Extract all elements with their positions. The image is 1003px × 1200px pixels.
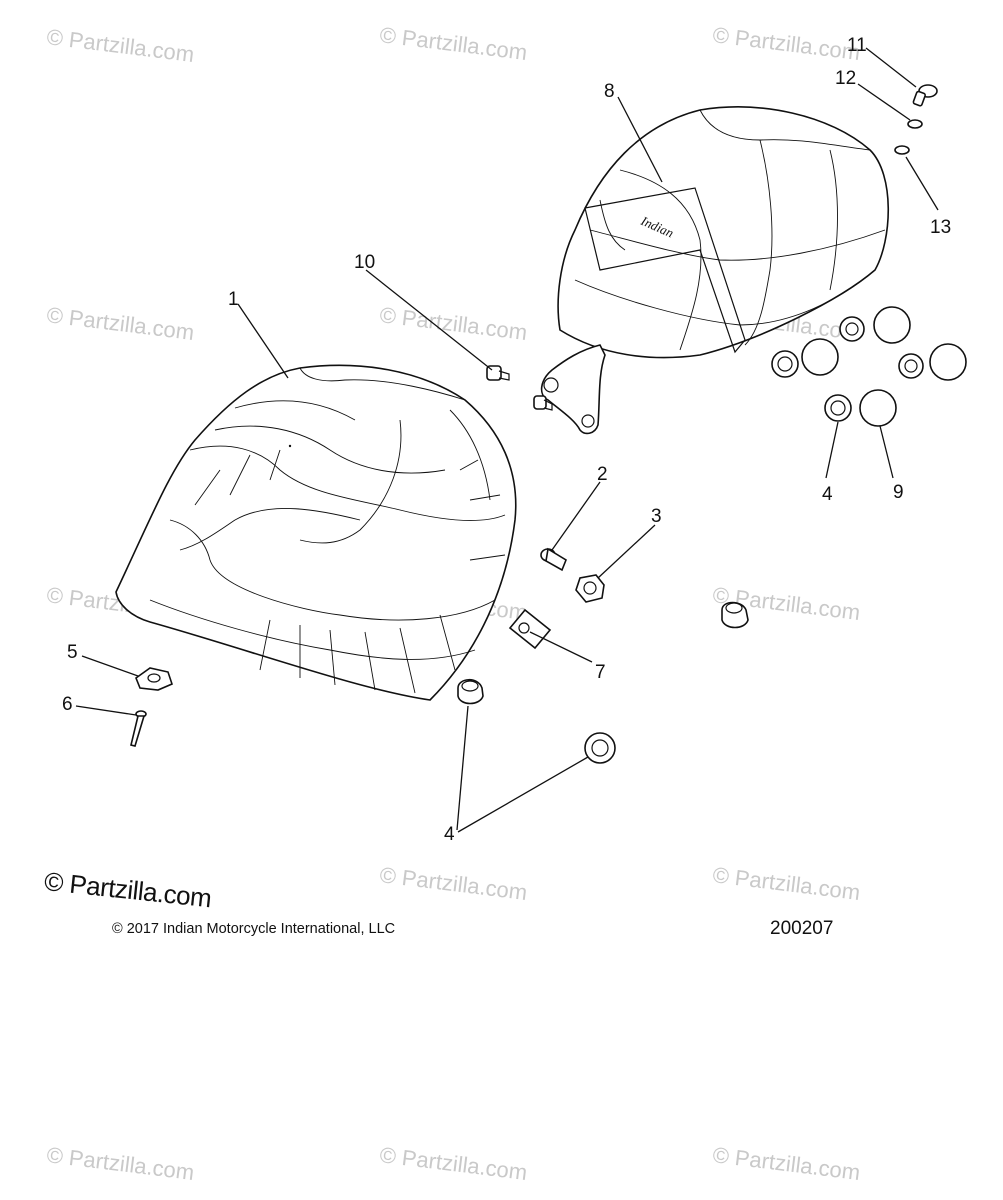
cap-part-9 — [801, 306, 967, 427]
rivet-part-6 — [130, 710, 147, 747]
clip-nut-part-7 — [508, 608, 552, 650]
watermark: © Partzilla.com — [378, 22, 528, 65]
callout-10: 10 — [354, 252, 375, 273]
diagram-number: 200207 — [770, 918, 834, 939]
callout-9: 9 — [893, 482, 904, 503]
callout-4: 4 — [822, 484, 833, 505]
watermark: © Partzilla.com — [378, 302, 528, 345]
leader-lines — [75, 47, 939, 833]
callout-4: 4 — [444, 824, 455, 845]
watermark: © Partzilla.com — [711, 862, 861, 905]
callout-3: 3 — [651, 506, 662, 527]
bolt-part-2 — [540, 547, 567, 572]
callout-8: 8 — [604, 81, 615, 102]
callout-13: 13 — [930, 217, 951, 238]
washer-part-12 — [907, 119, 923, 129]
washer-part-13 — [894, 145, 910, 155]
rider-seat — [115, 364, 517, 701]
passenger-seat: Indian — [540, 106, 890, 435]
watermark: © Partzilla.com — [711, 1142, 861, 1185]
watermark: © Partzilla.com — [711, 22, 861, 65]
callout-7: 7 — [595, 662, 606, 683]
grommet-part-4 — [771, 316, 924, 422]
callout-12: 12 — [835, 68, 856, 89]
watermark: © Partzilla.com — [45, 302, 195, 345]
callout-11: 11 — [847, 35, 867, 56]
nut-part-3 — [575, 574, 605, 603]
callout-1: 1 — [228, 289, 239, 310]
nut-part-5 — [135, 667, 173, 691]
watermark: © Partzilla.com — [45, 24, 195, 67]
callout-5: 5 — [67, 642, 78, 663]
screw-part-11 — [912, 84, 938, 107]
callout-2: 2 — [597, 464, 608, 485]
callout-6: 6 — [62, 694, 73, 715]
callout-labels: 1 2 3 4 4 5 6 7 8 9 10 11 12 13 — [62, 35, 951, 845]
copyright-notice: © 2017 Indian Motorcycle International, … — [112, 921, 396, 937]
grommet-part-4-loose — [457, 601, 749, 764]
watermark: © Partzilla.com — [45, 1142, 195, 1185]
watermark: © Partzilla.com — [378, 862, 528, 905]
watermark: © Partzilla.com — [378, 1142, 528, 1185]
